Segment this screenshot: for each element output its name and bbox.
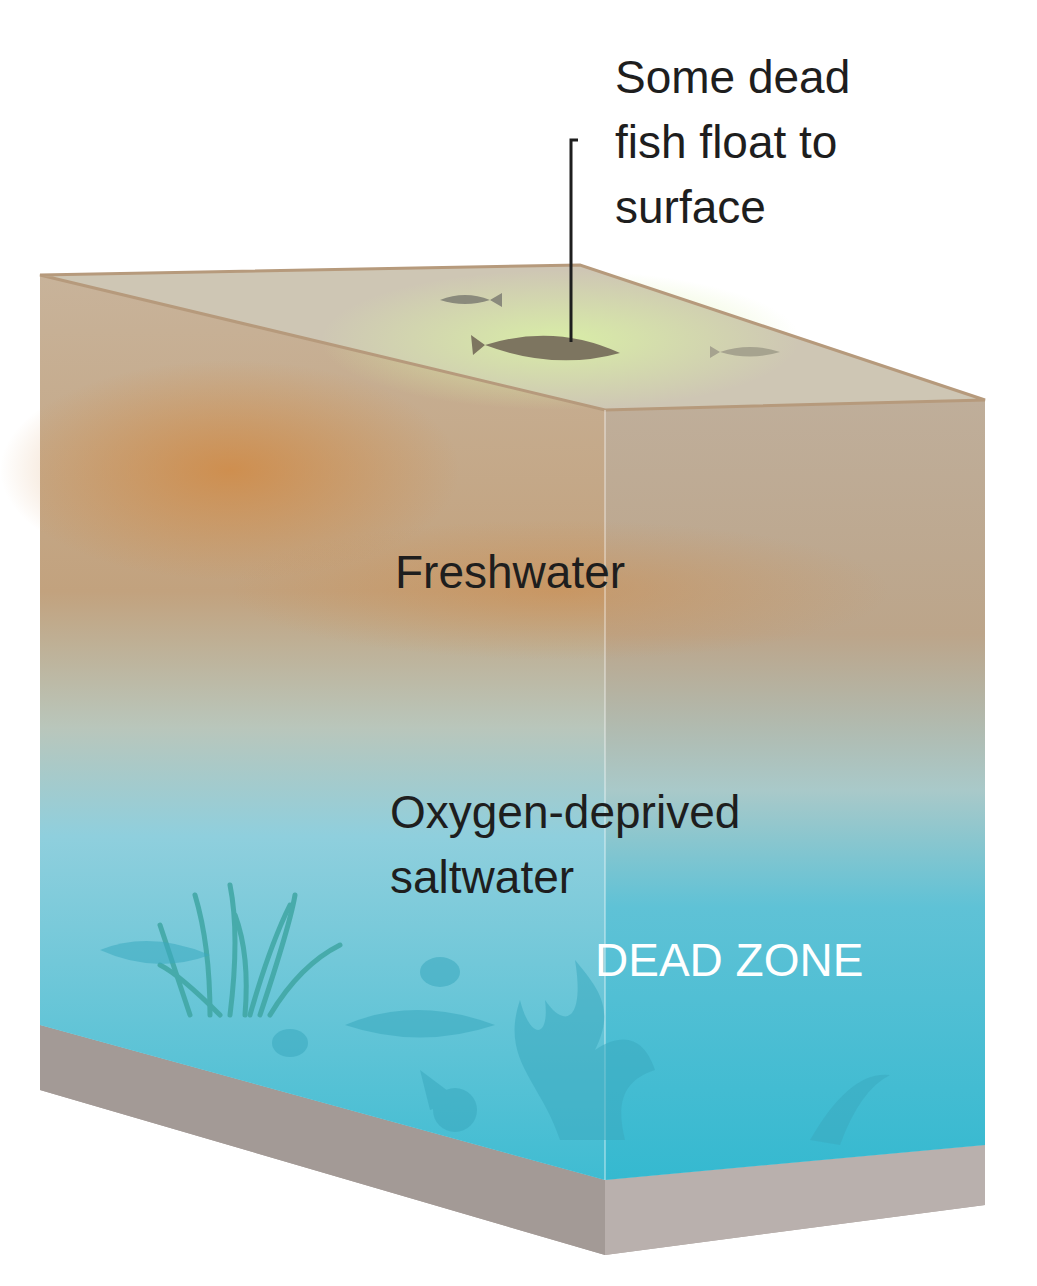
zone-label: DEAD ZONE — [595, 928, 955, 993]
callout-label: Some dead fish float to surface — [615, 45, 915, 240]
layer-label: Freshwater — [395, 540, 795, 605]
layer-label: Oxygen-deprived saltwater — [390, 780, 830, 910]
